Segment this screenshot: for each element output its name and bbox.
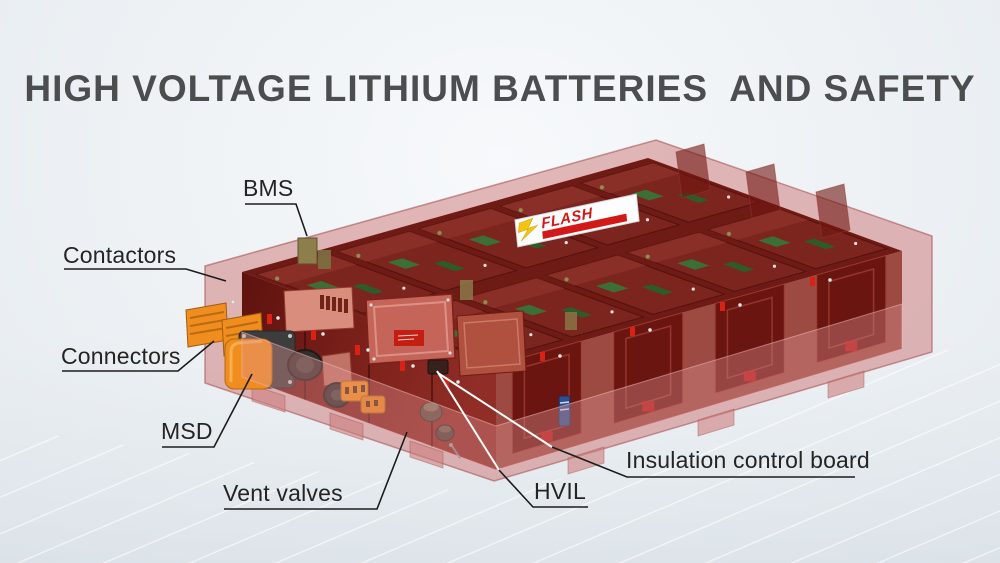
insulation-board-component [365,293,456,365]
leader-line-hvil [498,469,588,508]
rim-clips [267,277,815,387]
pack-right-face [496,251,902,470]
callout-label-msd: MSD [161,418,213,444]
flash-battery-logo: FLASH [514,193,640,248]
rim-bolts [231,278,832,384]
rear-fins [675,143,851,239]
small-orange-connectors [340,380,386,414]
callout-label-insulation: Insulation control board [626,447,870,473]
callout-label-connectors: Connectors [61,343,181,369]
casing-front-overlay [241,303,903,471]
leader-line-msd [162,373,253,448]
leader-lines [62,203,855,510]
vent-valves-component [419,402,461,459]
leader-line-insulation-inner [437,372,553,448]
callout-label-bms: BMS [243,175,294,201]
lightning-bolt-icon [518,217,538,242]
capacitor-detail [558,395,571,427]
page-title: HIGH VOLTAGE LITHIUM BATTERIES AND SAFET… [24,68,976,109]
leader-line-vent-valves [224,431,408,510]
callout-label-hvil: HVIL [534,478,586,504]
leader-line-bms [245,203,308,237]
bms-component [297,237,577,330]
leader-line-insulation [551,446,855,478]
msd-component [224,330,296,390]
leader-line-contactors [64,268,227,282]
battery-pack: FLASH [185,139,933,482]
leader-line-hvil-inner [436,370,500,471]
casing-feet [251,370,865,475]
callout-label-contactors: Contactors [63,242,177,268]
ribbed-contactor-box [283,286,355,333]
hvil-component [427,310,527,377]
leader-line-connectors [62,340,215,372]
callout-label-vent-valves: Vent valves [223,480,343,506]
